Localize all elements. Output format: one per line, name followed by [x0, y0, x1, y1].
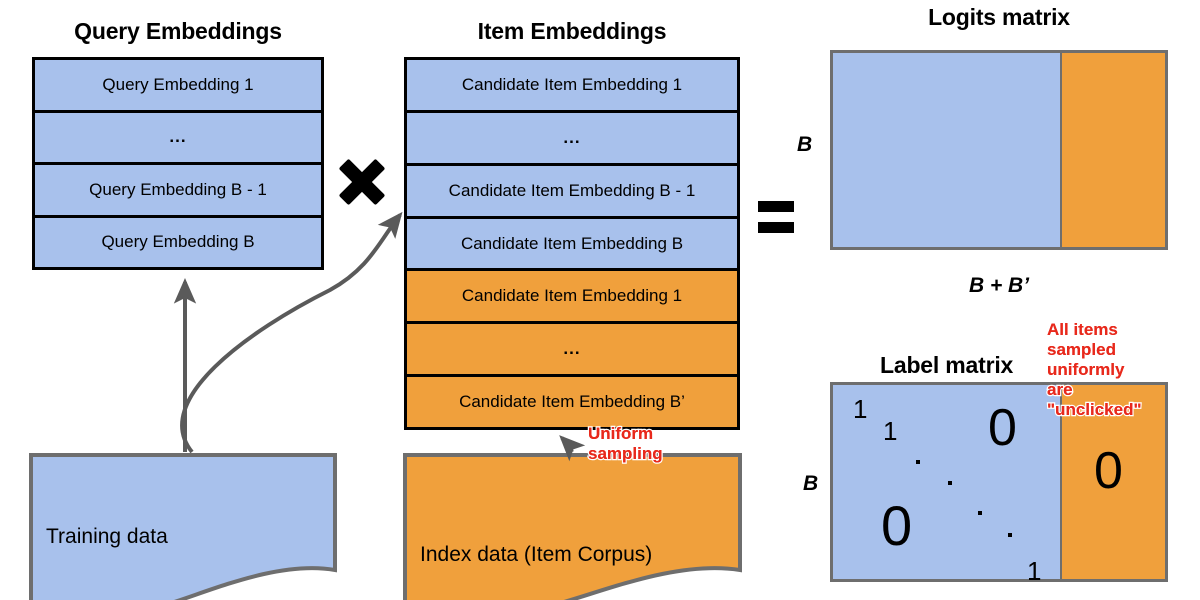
label-sampled-region: 0 — [1060, 385, 1165, 579]
item-embedding-row: Candidate Item Embedding B’ — [407, 377, 737, 428]
row-label: Candidate Item Embedding B’ — [459, 392, 685, 412]
label-matrix-row-label: B — [803, 472, 819, 495]
label-digit: 0 — [881, 494, 913, 557]
logits-sampled-region — [1060, 53, 1165, 247]
diagonal-dot — [1008, 533, 1012, 537]
item-embedding-row: ... — [407, 112, 737, 166]
row-label: ... — [563, 339, 581, 359]
unclicked-note-stroke: All items sampled uniformly are "unclick… — [1046, 319, 1143, 421]
equals-icon — [758, 197, 794, 237]
item-embedding-row: Candidate Item Embedding B — [407, 218, 737, 272]
query-embedding-row: ... — [35, 112, 321, 165]
label-digit: 0 — [988, 399, 1017, 457]
diagonal-dot — [916, 460, 920, 464]
item-embedding-row: Candidate Item Embedding 1 — [407, 271, 737, 325]
label-matrix: 1 1 0 0 1 0 — [830, 382, 1168, 584]
label-digit: 0 — [1094, 442, 1123, 500]
row-label: Candidate Item Embedding 1 — [461, 286, 683, 306]
index-data-shape — [403, 453, 742, 600]
row-label: Candidate Item Embedding B - 1 — [448, 180, 696, 200]
uniform-sampling-note-stroke: Uniform sampling — [587, 423, 664, 465]
row-label: Candidate Item Embedding B — [460, 233, 684, 253]
label-digit: 1 — [1027, 556, 1042, 586]
item-embedding-row: ... — [407, 324, 737, 378]
training-data-line-1: Training data — [46, 524, 168, 548]
item-embedding-row: Candidate Item Embedding B - 1 — [407, 165, 737, 219]
item-embeddings-stack: Candidate Item Embedding 1 ... Candidate… — [404, 57, 740, 430]
item-embedding-row: Candidate Item Embedding 1 — [407, 60, 737, 113]
index-data-label: Index data (Item Corpus) Batch B’ — [420, 488, 652, 600]
logits-in-batch-region — [833, 53, 1060, 247]
uniform-sampling-note: Uniform sampling Uniform sampling — [587, 423, 664, 465]
training-data-shape — [29, 453, 337, 600]
label-in-batch-region: 1 1 0 0 1 — [833, 385, 1060, 584]
row-label: ... — [169, 127, 187, 147]
logits-matrix-title: Logits matrix — [928, 4, 1070, 30]
logits-col-label: B + B’ — [968, 274, 1030, 297]
label-matrix-title: Label matrix — [880, 352, 1014, 378]
arrow-uniform-sampling — [559, 435, 586, 462]
logits-matrix — [830, 50, 1168, 250]
diagonal-dot — [948, 481, 952, 485]
query-embeddings-title: Query Embeddings — [74, 18, 282, 44]
query-embeddings-stack: Query Embedding 1 ... Query Embedding B … — [32, 57, 324, 270]
query-embedding-row: Query Embedding 1 — [35, 60, 321, 113]
row-label: Candidate Item Embedding 1 — [461, 74, 683, 94]
item-embeddings-title: Item Embeddings — [477, 18, 667, 44]
row-label: Query Embedding B — [101, 232, 255, 252]
index-data-line-1: Index data (Item Corpus) — [420, 542, 653, 566]
diagonal-dot — [978, 511, 982, 515]
logits-row-label: B — [797, 133, 813, 156]
row-label: Query Embedding 1 — [102, 74, 254, 94]
label-digit: 1 — [853, 394, 868, 424]
multiply-icon — [340, 160, 384, 204]
unclicked-note: All items sampled uniformly are "unclick… — [1046, 319, 1143, 421]
row-label: ... — [563, 127, 581, 147]
query-embedding-row: Query Embedding B - 1 — [35, 165, 321, 218]
query-embedding-row: Query Embedding B — [35, 217, 321, 267]
training-data-label: Training data (Query-item pairs) Batch B — [46, 470, 215, 600]
label-digit: 1 — [883, 416, 898, 446]
row-label: Query Embedding B - 1 — [89, 179, 267, 199]
